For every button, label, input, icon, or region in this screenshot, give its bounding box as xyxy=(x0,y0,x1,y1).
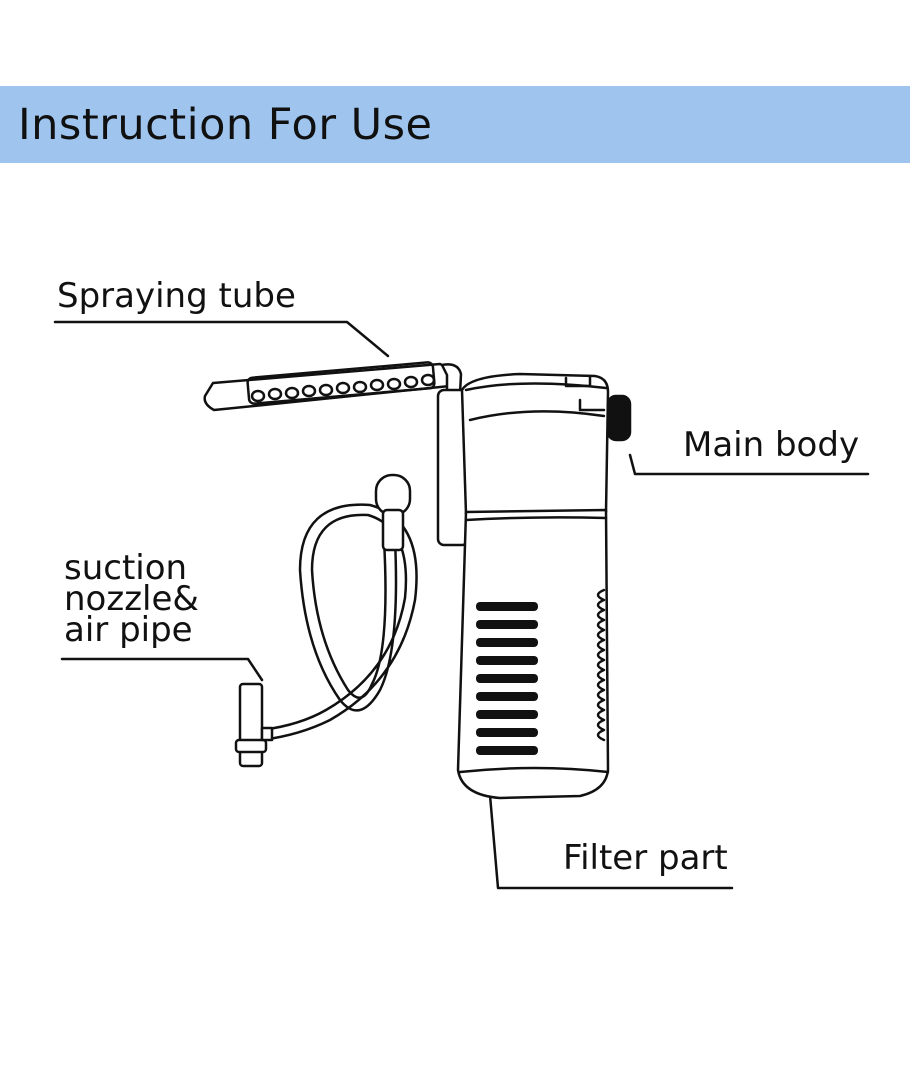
suction-leader xyxy=(60,657,264,682)
air-pipe xyxy=(260,473,418,742)
side-vents xyxy=(596,588,606,742)
spraying-tube-label: Spraying tube xyxy=(57,276,296,316)
spraying-tube xyxy=(203,361,463,412)
main-body xyxy=(460,372,632,516)
header-band xyxy=(0,86,910,163)
filter-part xyxy=(456,508,610,800)
main-body-leader xyxy=(628,453,870,476)
suction-nozzle-air-pipe-label: suction nozzle& air pipe xyxy=(64,548,199,650)
suction-label-line-1: suction xyxy=(64,548,188,588)
page-title: Instruction For Use xyxy=(18,100,433,150)
suction-label-line-2: nozzle& xyxy=(64,579,199,619)
filter-part-label: Filter part xyxy=(563,838,728,878)
spray-holes xyxy=(250,373,436,403)
suction-nozzle xyxy=(234,682,274,768)
suction-label-line-3: air pipe xyxy=(64,610,193,650)
filter-slots xyxy=(476,602,538,755)
main-body-label: Main body xyxy=(683,425,860,465)
filter-part-leader xyxy=(486,770,734,890)
spraying-tube-leader xyxy=(53,320,390,358)
